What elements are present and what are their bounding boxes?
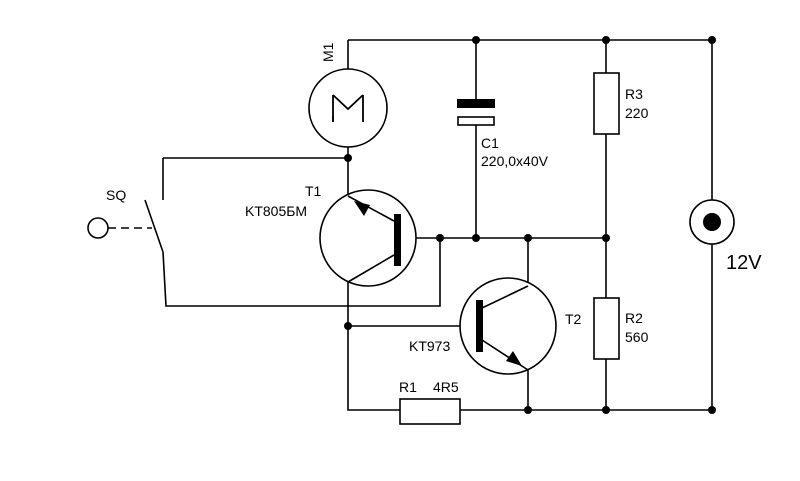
r1-body: [399, 398, 461, 425]
r3-value: 220: [625, 105, 649, 121]
t1-emitter-wire: [347, 282, 400, 411]
resistor-r1: R1 4R5: [399, 379, 461, 425]
switch-terminal: [87, 217, 109, 239]
r2-value: 560: [625, 329, 649, 345]
r3-label: R3: [625, 86, 643, 102]
junction-dot: [524, 406, 532, 414]
junction-dot: [472, 36, 480, 44]
t1-base-bar: [394, 214, 401, 266]
junctions: [344, 36, 716, 414]
r2-label: R2: [625, 310, 643, 326]
junction-dot: [436, 234, 444, 242]
t2-circle: [459, 277, 557, 375]
supply-label: 12V: [726, 252, 762, 274]
supply-center-dot: [703, 213, 721, 231]
resistor-r2: R2 560: [593, 297, 649, 360]
junction-dot: [708, 36, 716, 44]
junction-dot: [344, 154, 352, 162]
transistor-t1: T1 KT805БМ: [245, 183, 417, 287]
switch-sq: SQ: [87, 187, 164, 253]
switch-contact-blade: [144, 199, 164, 253]
r2-body: [593, 297, 620, 360]
t2-upper-lead: [481, 285, 529, 309]
capacitor-label: C1: [481, 135, 499, 151]
power-supply: 12V: [689, 199, 762, 274]
capacitor-plate-positive: [457, 99, 495, 108]
junction-dot: [472, 234, 480, 242]
junction-dot: [708, 406, 716, 414]
t1-lower-lead: [347, 254, 395, 283]
junction-dot: [602, 406, 610, 414]
r3-body: [593, 72, 620, 135]
transistor-t2: T2 KT973: [409, 277, 582, 375]
t2-part: KT973: [409, 338, 450, 354]
motor-m1: M1: [308, 42, 388, 148]
junction-dot: [344, 322, 352, 330]
r1-value: 4R5: [433, 379, 459, 395]
motor-label: M1: [320, 42, 336, 62]
switch-label: SQ: [106, 187, 126, 203]
t1-upper-lead: [347, 195, 395, 222]
t1-circle: [319, 189, 417, 287]
junction-dot: [602, 234, 610, 242]
t2-emitter-arrow: [506, 351, 522, 366]
junction-dot: [524, 234, 532, 242]
capacitor-c1: C1 220,0x40V: [457, 99, 549, 169]
switch-bottom-wire: [162, 238, 441, 307]
junction-dot: [602, 36, 610, 44]
t1-emitter-arrow: [354, 201, 370, 216]
r1-label: R1: [399, 379, 417, 395]
resistor-r3: R3 220: [593, 72, 649, 135]
t2-base-bar: [476, 300, 483, 352]
capacitor-plate-negative: [457, 116, 495, 126]
t1-label: T1: [305, 183, 322, 199]
t2-label: T2: [565, 311, 582, 327]
t1-part: KT805БМ: [245, 203, 307, 219]
capacitor-value: 220,0x40V: [481, 153, 549, 169]
